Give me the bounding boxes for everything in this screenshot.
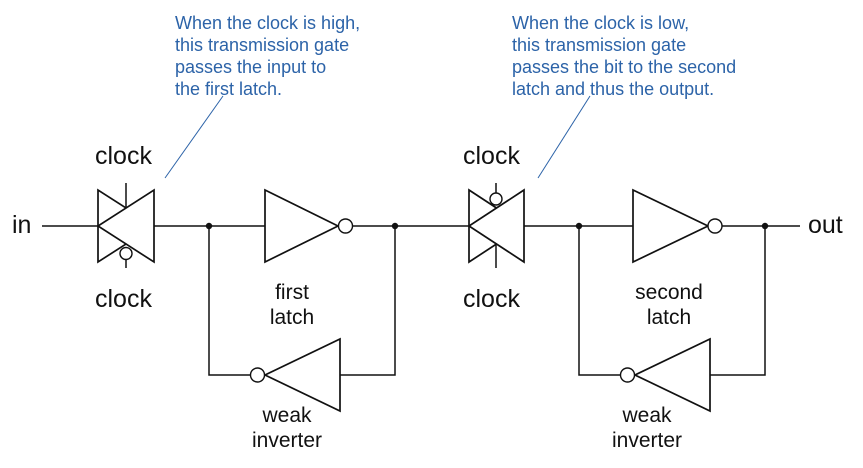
annotation-leader-2	[537, 95, 591, 179]
junction-dot	[761, 222, 769, 230]
latch1-feedback-wire	[208, 226, 250, 376]
transmission-gate-1	[96, 183, 156, 268]
latch2-feedback-wire-right	[710, 226, 766, 376]
latch1-feedback-wire-right	[340, 226, 396, 376]
second-weak-inverter-label: weak inverter	[611, 404, 683, 452]
second-latch-inverter	[632, 188, 723, 264]
junction-dot	[205, 222, 213, 230]
annotation-clock-high: When the clock is high, this transmissio…	[175, 13, 361, 99]
first-latch-label: first latch	[269, 281, 315, 329]
output-label: out	[808, 211, 843, 239]
annotation-clock-low: When the clock is low, this transmission…	[512, 13, 737, 99]
annotation-leader-1	[164, 95, 224, 179]
junction-dot	[575, 222, 583, 230]
first-weak-inverter-label: weak inverter	[251, 404, 323, 452]
transmission-gate-2	[467, 183, 526, 268]
second-latch-label: second latch	[635, 281, 703, 329]
first-weak-inverter	[249, 337, 341, 413]
clock-label-gate2-bottom: clock	[463, 285, 520, 313]
clock-label-gate1-bottom: clock	[95, 285, 152, 313]
clock-label-gate1-top: clock	[95, 142, 152, 170]
clock-label-gate2-top: clock	[463, 142, 520, 170]
junction-dot	[391, 222, 399, 230]
input-label: in	[12, 211, 32, 239]
first-latch-inverter	[264, 188, 354, 264]
latch2-feedback-wire	[578, 226, 620, 376]
second-weak-inverter	[619, 337, 711, 413]
